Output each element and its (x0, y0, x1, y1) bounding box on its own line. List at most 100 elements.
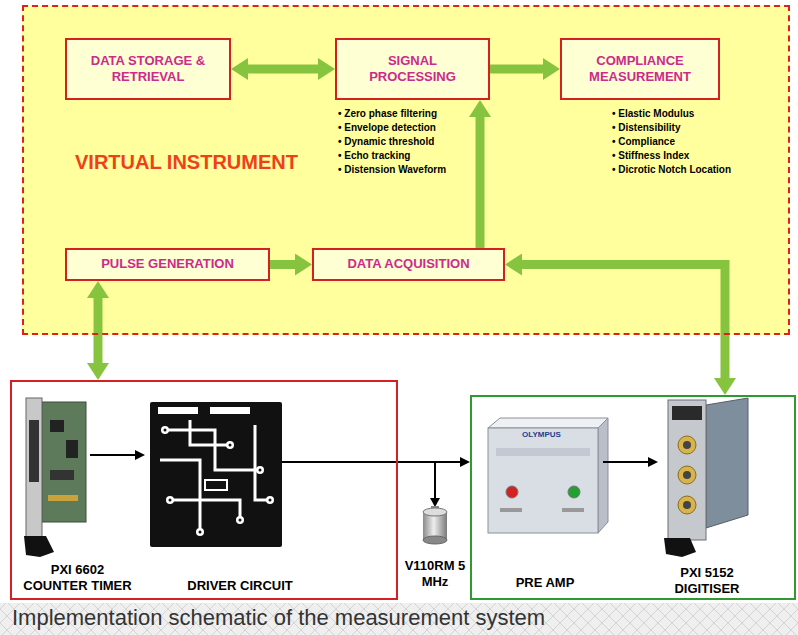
caption-band (0, 603, 798, 635)
preamplifier-unit (506, 486, 518, 498)
data-flow-arrow (270, 260, 295, 269)
part-label: PXI 5152 DIGITISER (657, 565, 757, 596)
driver-circuit-board (199, 531, 202, 534)
annotation-bullet: • Compliance (612, 136, 675, 148)
annotation-bullet: • Elastic Modulus (612, 108, 694, 120)
driver-circuit-board (236, 516, 244, 524)
driver-circuit-board (166, 496, 174, 504)
counter-timer-card (48, 495, 78, 501)
hardware-group: PXI 6602 COUNTER TIMER DRIVER CIRCUIT (10, 380, 398, 600)
digitiser-card (664, 398, 748, 557)
data-flow-arrow (476, 117, 485, 248)
preamplifier-unit (562, 508, 584, 512)
annotation-bullet: • Distensibility (612, 122, 681, 134)
digitiser-card (683, 441, 691, 449)
transducer-branch (430, 462, 440, 507)
box-label: DATA STORAGE & RETRIEVAL (73, 53, 223, 86)
signal-arrow (648, 457, 658, 467)
hardware-group: PRE AMP PXI 5152 DIGITISER (470, 395, 796, 600)
part-label: DRIVER CIRCUIT (180, 578, 300, 594)
data-flow-arrow (94, 298, 103, 363)
annotation-bullet: • Stiffness Index (612, 150, 689, 162)
driver-circuit-board (169, 499, 172, 502)
figure-caption: Implementation schematic of the measurem… (12, 605, 545, 631)
process-box: DATA STORAGE & RETRIEVAL (65, 38, 231, 100)
transducer-branch (430, 498, 440, 507)
part-label: V110RM 5 MHz (401, 558, 469, 589)
driver-circuit-board (161, 426, 169, 434)
annotation-bullet: • Zero phase filtering (338, 108, 437, 120)
driver-circuit-board (160, 460, 200, 532)
process-box: SIGNAL PROCESSING (335, 38, 490, 100)
digitiser-card (668, 400, 706, 540)
data-flow-arrow (490, 65, 543, 74)
signal-wire (282, 461, 398, 463)
driver-circuit-board (266, 496, 274, 504)
ultrasound-transducer (423, 506, 447, 544)
preamplifier-unit (488, 428, 598, 533)
driver-circuit-board (205, 480, 227, 490)
driver-circuit-board (255, 425, 270, 500)
counter-timer-card (29, 420, 39, 482)
digitiser-card (683, 471, 691, 479)
driver-circuit-board (150, 402, 282, 547)
preamplifier-unit (488, 418, 608, 533)
annotation-bullet: • Distension Waveform (338, 164, 446, 176)
driver-circuit-board (259, 469, 262, 472)
driver-circuit-board (196, 528, 204, 536)
counter-timer-card (66, 440, 78, 458)
annotation-bullet: • Dynamic threshold (338, 136, 434, 148)
driver-circuit-board (239, 519, 242, 522)
part-label: PXI 6602 COUNTER TIMER (20, 562, 135, 593)
driver-circuit-board (226, 441, 234, 449)
driver-circuit-board (256, 466, 264, 474)
signal-arrow (90, 450, 145, 460)
caption-band (0, 603, 798, 635)
box-label: PULSE GENERATION (101, 256, 234, 272)
caption-band (0, 603, 798, 635)
driver-circuit-board (210, 407, 250, 414)
signal-wire (398, 461, 460, 463)
signal-arrow (135, 450, 145, 460)
digitiser-card (678, 496, 696, 514)
virtual-instrument-ground (22, 5, 790, 335)
driver-circuit-board (190, 420, 230, 445)
digitiser-card (706, 398, 748, 528)
digitiser-card (678, 436, 696, 454)
box-label: SIGNAL PROCESSING (358, 53, 468, 86)
driver-circuit-board (170, 500, 240, 520)
digitiser-card (683, 501, 691, 509)
counter-timer-card (42, 402, 86, 522)
annotation-bullet: • Envelope detection (338, 122, 436, 134)
process-box: COMPLIANCE MEASUREMENT (560, 38, 720, 100)
signal-arrow (603, 457, 658, 467)
counter-timer-card (26, 398, 42, 538)
process-box: DATA ACQUISITION (312, 248, 505, 281)
driver-circuit-board (158, 407, 198, 414)
ultrasound-transducer (423, 536, 447, 544)
box-label: DATA ACQUISITION (347, 256, 469, 272)
preamplifier-unit (500, 508, 522, 512)
counter-timer-card (50, 470, 74, 480)
annotation-bullet: • Echo tracking (338, 150, 410, 162)
driver-circuit-board (229, 444, 232, 447)
counter-timer-card (50, 420, 64, 432)
data-flow-arrow (248, 65, 318, 74)
preamplifier-unit (598, 418, 608, 533)
signal-arrow (603, 461, 649, 463)
digitiser-card (672, 406, 702, 420)
preamplifier-unit (496, 448, 590, 456)
preamplifier-unit (568, 486, 580, 498)
driver-circuit-board (150, 402, 282, 547)
region-title: VIRTUAL INSTRUMENT (75, 150, 345, 174)
part-label: PRE AMP (495, 575, 595, 591)
signal-arrow (90, 454, 136, 456)
ultrasound-transducer (423, 508, 447, 516)
annotation-bullet: • Dicrotic Notch Location (612, 164, 731, 176)
driver-circuit-board (164, 429, 167, 432)
driver-circuit-board (269, 499, 272, 502)
brand-label: OLYMPUS (522, 431, 561, 439)
digitiser-card (664, 538, 696, 557)
data-flow-arrow (522, 265, 725, 379)
preamplifier-unit (488, 418, 608, 428)
